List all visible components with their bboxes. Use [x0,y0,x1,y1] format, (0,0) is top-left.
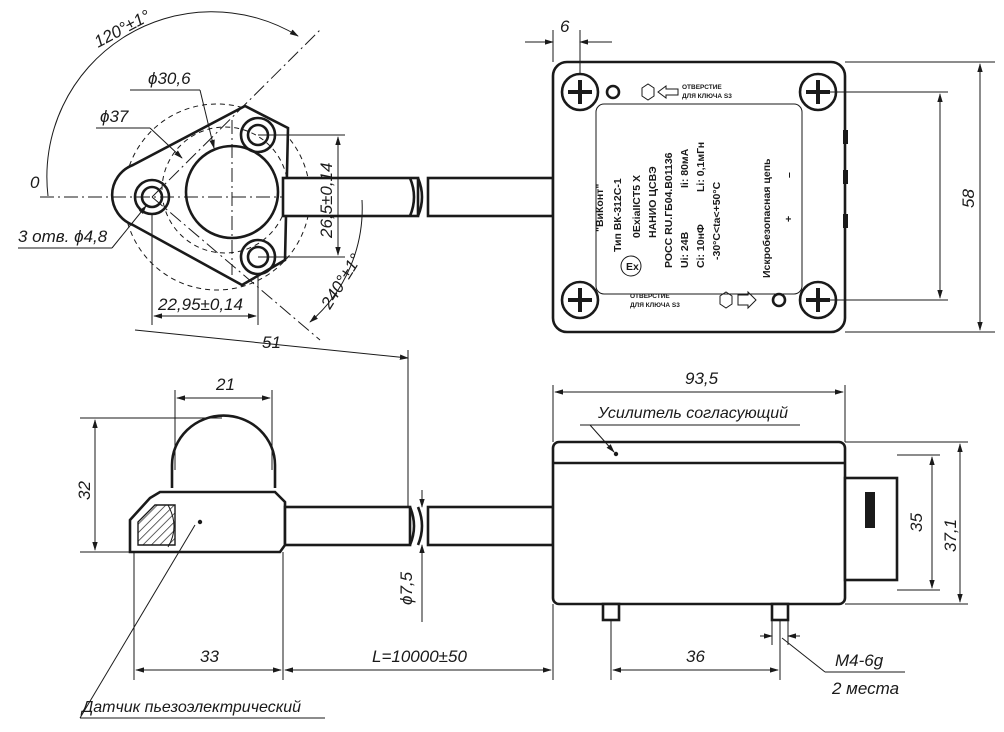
ci-mark: Ci: 10нФ [695,224,707,268]
ex-logo-icon: Ex [620,255,642,277]
dim-d30-6: ϕ30,6 [148,69,191,88]
dim-thread: M4-6g [835,651,884,670]
ex-mark: 0ExiaIICT5 X [631,175,643,238]
ii-mark: Ii: 80мА [679,148,691,188]
dim-places: 2 места [831,679,899,698]
angular-centerline-upper [151,29,321,198]
nameplate-border [595,103,803,295]
amplifier-side-housing [551,440,847,606]
screw-bottom-left [560,280,600,320]
dim-zero: 0 [30,173,40,192]
dim-d7-5: ϕ7,5 [397,571,416,605]
dim-36: 36 [686,647,705,666]
key-hole-bottom-label-2: ДЛЯ КЛЮЧА S3 [630,302,680,309]
ui-mark: Ui: 24В [679,231,691,268]
arrow-icon-bottom [737,290,757,310]
hex-icon-top [641,83,655,101]
amplifier-top-view: ОТВЕРСТИЕ ДЛЯ КЛЮЧА S3 ОТВЕРСТИЕ ДЛЯ КЛЮ… [551,60,848,334]
dimensions-side-view: 21 32 93,5 Усилитель согласующий 37,1 35… [75,350,968,719]
dim-93-5: 93,5 [685,369,719,388]
cable-top-view [281,176,555,218]
dim-22-95: 22,95±0,14 [157,295,243,314]
dim-angle-120: 120°±1° [91,6,154,51]
key-hole-top-label-2: ДЛЯ КЛЮЧА S3 [682,93,732,100]
circuit-mark: Искробезопасная цепь [761,158,773,278]
arrow-icon-top [657,85,679,99]
dim-line-51 [134,329,409,360]
dim-d37: ϕ37 [100,107,129,126]
brand-mark: "ВиКонт" [594,184,606,232]
dim-58: 58 [959,189,978,208]
dim-32: 32 [75,481,94,500]
dim-6: 6 [560,17,570,36]
type-mark: Тип ВК-312С-1 [612,178,624,252]
mounting-stud-right [770,602,790,622]
sensor-leader [79,524,196,719]
arc-240 [309,199,363,323]
sensor-side-view [128,414,287,554]
li-mark: Li: 0,1мГн [695,142,707,192]
dim-26-5: 26,5±0,14 [317,162,336,239]
cable-side-view [283,505,555,547]
triangular-flange [110,104,290,287]
cert-mark: РОСС RU.ГБ04.В01136 [663,152,675,268]
key-hole-top [605,84,621,100]
mounting-stud-left [601,602,621,622]
svg-text:Ex: Ex [626,261,639,273]
label-sensor: Датчик пьезоэлектрический [80,699,301,716]
temp-mark: -30°C<ta<+50°C [711,181,723,260]
key-hole-bottom-label-1: ОТВЕРСТИЕ [630,293,670,300]
sensor-section-hatch [137,504,176,546]
minus-mark: – [783,172,795,178]
arc-120 [46,11,299,197]
amplifier-side-view [551,440,899,622]
dim-length: L=10000±50 [372,647,467,666]
nameplate-text: "ВиКонт" Тип ВК-312С-1 0ExiaIICT5 X НАНИ… [594,142,795,278]
angular-centerline-lower [151,196,321,341]
sensor-dome [170,414,277,488]
dim-37-1: 37,1 [941,519,960,552]
label-amplifier: Усилитель согласующий [597,405,788,422]
manufacturer-mark: НАНИО ЦСВЭ [647,166,659,238]
key-hole-bottom [771,292,787,308]
hex-icon-bottom [719,291,733,309]
dim-21: 21 [215,375,235,394]
dim-holes: 3 отв. ϕ4,8 [18,227,108,246]
plus-mark: + [783,216,795,222]
dim-33: 33 [200,647,219,666]
key-hole-top-label-1: ОТВЕРСТИЕ [682,84,722,91]
dim-51: 51 [262,333,281,352]
dim-angle-240: 240°±1° [317,250,366,313]
dimensions-amplifier-top: 6 58 [525,17,995,333]
dim-35: 35 [907,513,926,532]
